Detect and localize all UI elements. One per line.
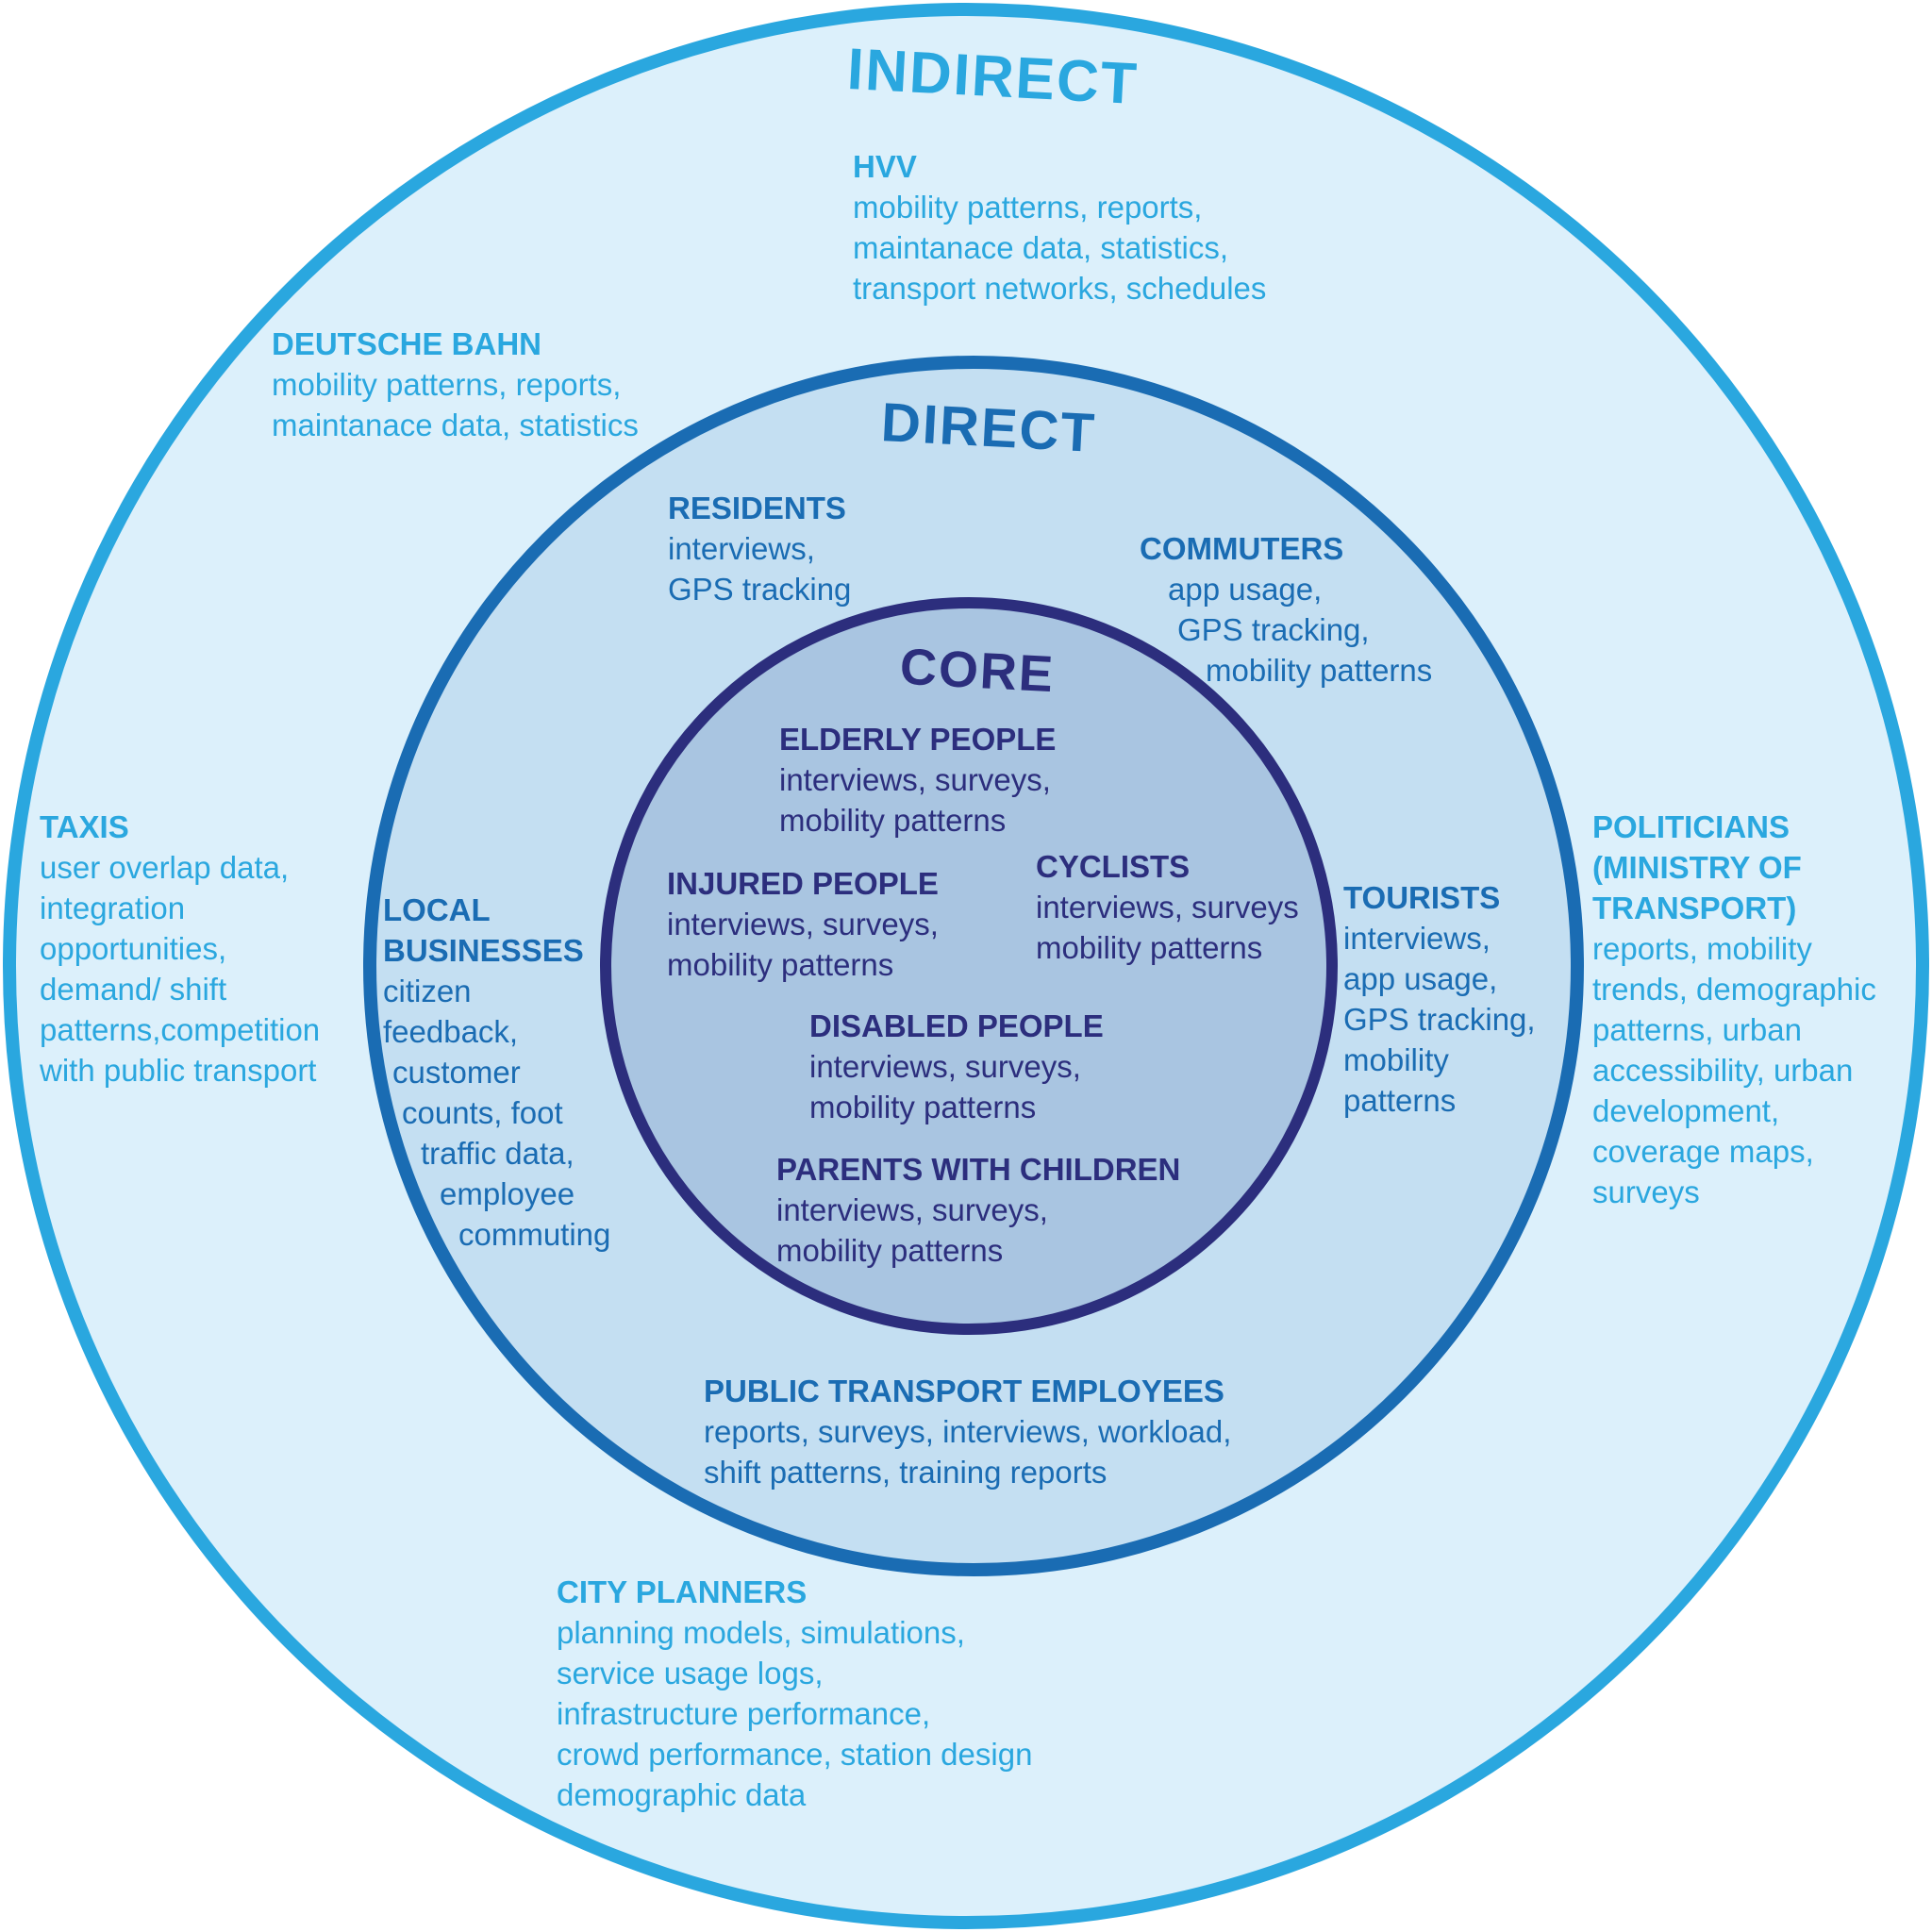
tourists-data-line: GPS tracking, (1343, 1002, 1536, 1037)
taxis-data-line: patterns,competition (40, 1012, 321, 1047)
group-deutsche-bahn: DEUTSCHE BAHN mobility patterns, reports,… (272, 324, 639, 445)
group-cyclists: CYCLISTS interviews, surveys mobility patt… (1036, 846, 1299, 968)
local-businesses-data-line: traffic data, (421, 1136, 575, 1171)
group-commuters: COMMUTERS app usage, GPS tracking, mobility… (1140, 528, 1432, 691)
politicians-data-line: patterns, urban (1592, 1012, 1802, 1047)
elderly-title: ELDERLY PEOPLE (779, 722, 1057, 757)
residents-data-line: interviews, (668, 531, 815, 566)
hvv-data-line: mobility patterns, reports, (853, 190, 1203, 225)
group-injured: INJURED PEOPLE interviews, surveys, mobili… (667, 863, 939, 985)
politicians-title: TRANSPORT) (1592, 891, 1797, 925)
group-pt-employees: PUBLIC TRANSPORT EMPLOYEES reports, surve… (704, 1371, 1231, 1492)
hvv-data-line: transport networks, schedules (853, 271, 1267, 306)
pt-employees-data-line: shift patterns, training reports (704, 1455, 1108, 1490)
cyclists-title: CYCLISTS (1036, 849, 1191, 884)
politicians-data-line: surveys (1592, 1174, 1700, 1209)
politicians-data-line: accessibility, urban (1592, 1053, 1854, 1088)
local-businesses-data-line: employee (440, 1176, 575, 1211)
pt-employees-title: PUBLIC TRANSPORT EMPLOYEES (704, 1374, 1224, 1408)
group-tourists: TOURISTS interviews, app usage, GPS trackin… (1343, 877, 1536, 1121)
hvv-data-line: maintanace data, statistics, (853, 230, 1229, 265)
pt-employees-data-line: reports, surveys, interviews, workload, (704, 1414, 1232, 1449)
politicians-data-line: reports, mobility (1592, 931, 1812, 966)
tourists-data-line: mobility (1343, 1042, 1449, 1077)
elderly-data-line: interviews, surveys, (779, 762, 1051, 797)
city-planners-data-line: infrastructure performance, (557, 1696, 931, 1731)
commuters-data-line: mobility patterns (1206, 653, 1433, 688)
group-residents: RESIDENTS interviews, GPS tracking (668, 488, 851, 609)
city-planners-data-line: crowd performance, station design (557, 1737, 1033, 1772)
group-city-planners: CITY PLANNERS planning models, simulation… (557, 1572, 1032, 1815)
hvv-title: HVV (853, 149, 917, 184)
city-planners-data-line: service usage logs, (557, 1656, 824, 1690)
parents-title: PARENTS WITH CHILDREN (776, 1152, 1181, 1187)
taxis-data-line: with public transport (40, 1053, 317, 1088)
commuters-data-line: app usage, (1168, 572, 1323, 607)
taxis-data-line: demand/ shift (40, 972, 227, 1007)
local-businesses-data-line: customer (392, 1055, 521, 1090)
group-hvv: HVV mobility patterns, reports, maintanace… (853, 146, 1266, 308)
core-ring (600, 597, 1338, 1335)
injured-data-line: mobility patterns (667, 947, 894, 982)
local-businesses-data-line: counts, foot (402, 1095, 563, 1130)
local-businesses-title: BUSINESSES (383, 933, 584, 968)
group-parents: PARENTS WITH CHILDREN interviews, surveys… (776, 1149, 1180, 1271)
residents-data-line: GPS tracking (668, 572, 852, 607)
commuters-data-line: GPS tracking, (1177, 612, 1370, 647)
city-planners-data-line: planning models, simulations, (557, 1615, 965, 1650)
taxis-data-line: integration (40, 891, 186, 925)
politicians-data-line: development, (1592, 1093, 1780, 1128)
taxis-data-line: user overlap data, (40, 850, 290, 885)
tourists-data-line: app usage, (1343, 961, 1498, 996)
tourists-data-line: patterns (1343, 1083, 1457, 1118)
taxis-title: TAXIS (40, 809, 129, 844)
cyclists-data-line: mobility patterns (1036, 930, 1263, 965)
tourists-data-line: interviews, (1343, 921, 1491, 956)
injured-data-line: interviews, surveys, (667, 907, 939, 941)
local-businesses-data-line: commuting (458, 1217, 611, 1252)
taxis-data-line: opportunities, (40, 931, 227, 966)
city-planners-data-line: demographic data (557, 1777, 807, 1812)
local-businesses-title: LOCAL (383, 892, 491, 927)
group-politicians: POLITICIANS (MINISTRY OF TRANSPORT) reports… (1592, 807, 1876, 1212)
cyclists-data-line: interviews, surveys (1036, 890, 1299, 924)
direct-ring-title: DIRECT (879, 391, 1098, 464)
deutsche-bahn-data-line: mobility patterns, reports, (272, 367, 622, 402)
elderly-data-line: mobility patterns (779, 803, 1007, 838)
politicians-data-line: trends, demographic (1592, 972, 1876, 1007)
injured-title: INJURED PEOPLE (667, 866, 939, 901)
politicians-data-line: coverage maps, (1592, 1134, 1814, 1169)
city-planners-title: CITY PLANNERS (557, 1574, 808, 1609)
deutsche-bahn-data-line: maintanace data, statistics (272, 408, 639, 442)
group-elderly: ELDERLY PEOPLE interviews, surveys, mobili… (779, 719, 1056, 841)
politicians-title: POLITICIANS (1592, 809, 1790, 844)
core-ring-title: CORE (898, 638, 1057, 704)
residents-title: RESIDENTS (668, 491, 846, 525)
commuters-title: COMMUTERS (1140, 531, 1344, 566)
politicians-title: (MINISTRY OF (1592, 850, 1802, 885)
parents-data-line: interviews, surveys, (776, 1192, 1048, 1227)
disabled-data-line: mobility patterns (809, 1090, 1037, 1124)
tourists-title: TOURISTS (1343, 880, 1501, 915)
disabled-title: DISABLED PEOPLE (809, 1008, 1104, 1043)
local-businesses-data-line: feedback, (383, 1014, 519, 1049)
deutsche-bahn-title: DEUTSCHE BAHN (272, 326, 542, 361)
group-local-businesses: LOCAL BUSINESSES citizen feedback, customer c… (383, 890, 610, 1255)
local-businesses-data-line: citizen (383, 974, 472, 1008)
parents-data-line: mobility patterns (776, 1233, 1004, 1268)
group-disabled: DISABLED PEOPLE interviews, surveys, mobil… (809, 1006, 1104, 1127)
group-taxis: TAXIS user overlap data, integration opport… (40, 807, 320, 1091)
disabled-data-line: interviews, surveys, (809, 1049, 1081, 1084)
